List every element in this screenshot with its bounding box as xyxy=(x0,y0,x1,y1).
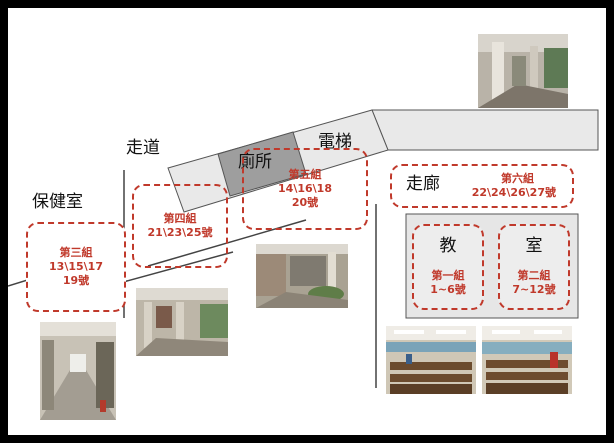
label-corridor: 走廊 xyxy=(406,174,440,194)
group-3-box: 第三組 13\15\17 19號 xyxy=(26,222,126,312)
classroom-photo-left xyxy=(386,326,476,394)
group-2-name: 第二組 xyxy=(517,269,551,283)
label-health-room: 保健室 xyxy=(32,192,83,212)
group-6-box: 第六組 22\24\26\27號 xyxy=(390,164,574,208)
group-4-box: 第四組 21\23\25號 xyxy=(132,184,228,268)
group-6-numbers: 22\24\26\27號 xyxy=(471,186,556,199)
group-5-name: 第五組 xyxy=(288,168,322,181)
group-1-box: 教 第一組 1~6號 xyxy=(412,224,484,310)
group-3-name: 第三組 xyxy=(59,246,93,260)
group-6-name: 第六組 xyxy=(501,172,534,186)
courtyard-photo xyxy=(256,244,348,308)
group-1-numbers: 1~6號 xyxy=(430,283,466,296)
hallway-photo-top-right xyxy=(478,34,568,108)
group-3-numbers-line2: 19號 xyxy=(62,273,90,287)
group-3-numbers-line1: 13\15\17 xyxy=(49,260,103,274)
label-elevator: 電梯 xyxy=(318,132,352,152)
walkway-photo xyxy=(136,288,228,356)
label-classroom-shi: 室 xyxy=(525,236,543,256)
group-2-box: 室 第二組 7~12號 xyxy=(498,224,570,310)
label-walkway: 走道 xyxy=(126,138,160,158)
health-room-hallway-photo xyxy=(40,322,116,420)
group-4-numbers: 21\23\25號 xyxy=(147,226,213,239)
classroom-photo-right xyxy=(482,326,572,394)
group-2-numbers: 7~12號 xyxy=(512,283,556,296)
group-5-box: 第五組 14\16\18 20號 xyxy=(242,148,368,230)
map-canvas: 保健室 走道 廁所 電梯 走廊 第三組 13\15\17 19號 第四組 21\… xyxy=(8,8,606,435)
group-5-numbers-line2: 20號 xyxy=(291,195,319,209)
group-5-numbers-line1: 14\16\18 xyxy=(278,181,332,195)
group-1-name: 第一組 xyxy=(431,269,465,283)
group-4-name: 第四組 xyxy=(163,212,197,226)
label-classroom-jiao: 教 xyxy=(439,236,457,256)
corridor-strip xyxy=(371,109,599,151)
